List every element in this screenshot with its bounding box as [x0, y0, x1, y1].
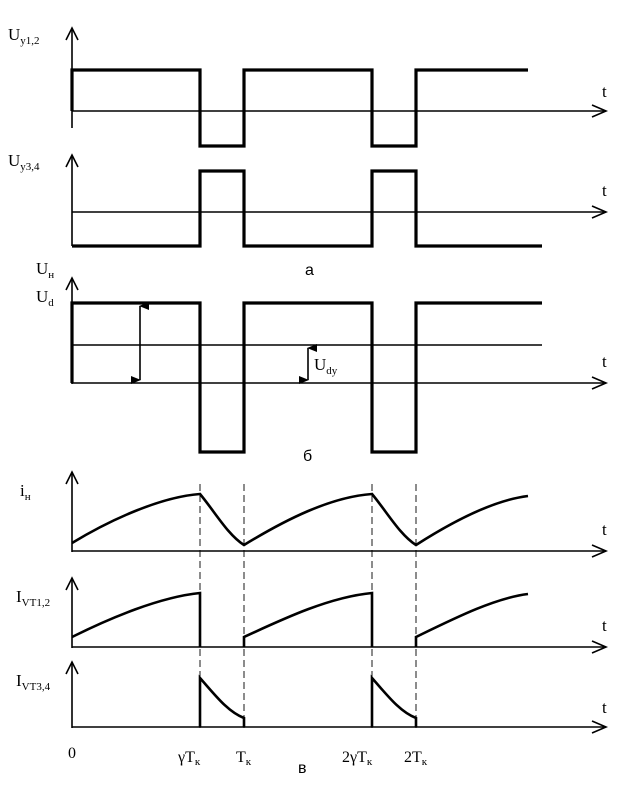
ivt12-pulse-2 — [242, 591, 374, 647]
ivt12-time-arrow-icon — [591, 640, 609, 654]
u34-waveform — [72, 169, 542, 248]
ud-label: Ud — [36, 287, 54, 309]
un-label: Uн — [36, 259, 54, 281]
in-t-label: t — [602, 520, 607, 539]
ivt12-t-label: t — [602, 616, 607, 635]
u34-label: Uу3,4 — [8, 151, 40, 173]
ivt34-pulse-1 — [198, 674, 246, 727]
ivt34-time-arrow-icon — [591, 720, 609, 734]
ivt34-t-label: t — [602, 698, 607, 717]
un-waveform — [70, 301, 542, 454]
in-label: iн — [20, 481, 31, 503]
in-time-arrow-icon — [591, 544, 609, 558]
panel-ivt34: IVT3,4 t — [16, 660, 609, 734]
panel-ivt12: IVT1,2 t — [16, 576, 609, 654]
u12-time-arrow-icon — [591, 104, 609, 118]
u12-label: Uу1,2 — [8, 25, 40, 47]
ivt34-pulse-2 — [370, 674, 418, 727]
label-b: б — [303, 448, 312, 465]
tick-2tk: 2Tк — [404, 749, 428, 768]
u34-axis-arrow-icon — [65, 153, 79, 168]
ivt12-pulse-1 — [71, 591, 202, 647]
in-waveform — [71, 492, 529, 547]
label-c: в — [298, 760, 307, 777]
u34-time-arrow-icon — [591, 205, 609, 219]
panel-u12: Uу1,2 t — [8, 25, 609, 148]
panel-in: iн t — [20, 470, 609, 558]
tick-gamma-tk: γTк — [177, 749, 201, 768]
ivt12-axis-arrow-icon — [65, 576, 79, 591]
tick-zero: 0 — [68, 745, 76, 762]
un-time-arrow-icon — [591, 376, 609, 390]
un-axis-arrow-icon — [65, 276, 79, 291]
udy-label: Udy — [314, 355, 338, 377]
u12-waveform — [70, 68, 528, 148]
label-a: а — [305, 262, 314, 279]
timing-guides — [199, 484, 417, 728]
ivt34-axis-arrow-icon — [65, 660, 79, 675]
ivt34-label: IVT3,4 — [16, 671, 51, 693]
tick-tk: Tк — [236, 749, 252, 768]
ivt12-pulse-3 — [414, 592, 529, 647]
panel-un: Uн Ud Udy t — [36, 259, 609, 454]
u12-t-label: t — [602, 82, 607, 101]
tick-2gamma-tk: 2γTк — [342, 749, 373, 768]
panel-u34: Uу3,4 t — [8, 151, 609, 248]
ivt12-label: IVT1,2 — [16, 587, 50, 609]
u12-axis-arrow-icon — [65, 26, 79, 41]
in-axis-arrow-icon — [65, 470, 79, 485]
u34-t-label: t — [602, 181, 607, 200]
time-tick-labels: 0 γTк Tк 2γTк 2Tк — [68, 745, 428, 768]
un-t-label: t — [602, 352, 607, 371]
